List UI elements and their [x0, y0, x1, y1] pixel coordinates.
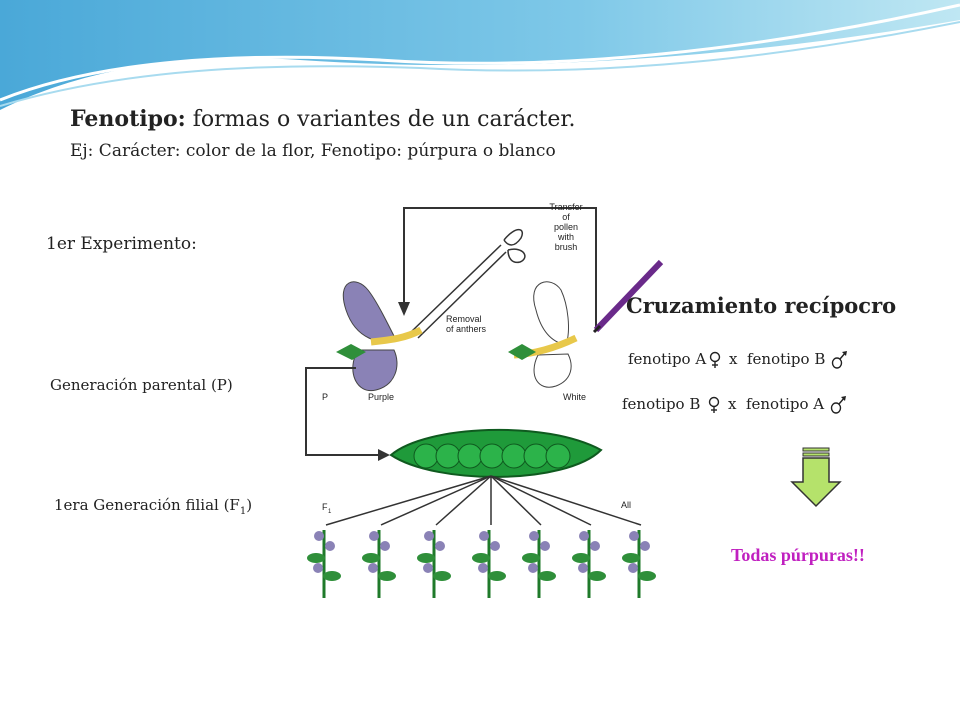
male-symbol-icon: [830, 396, 846, 414]
female-symbol-icon: [709, 351, 721, 368]
result-text: Todas púrpuras!!: [731, 545, 865, 565]
transfer-word-3: pollen: [554, 222, 578, 232]
phenotype-definition-text: formas o variantes de un carácter.: [185, 107, 576, 132]
removal-label: Removal of anthers: [446, 314, 487, 334]
transfer-word-5: brush: [555, 242, 578, 252]
cross1-x: x: [728, 350, 738, 368]
f1-subscript: 1: [328, 509, 332, 515]
female-symbol-icon: [708, 396, 720, 413]
filial-suffix: ): [246, 496, 253, 514]
parental-generation-label: Generación parental (P): [50, 376, 233, 394]
white-label: White: [563, 392, 586, 402]
pod-arrowhead: [378, 449, 390, 461]
plant-icon: [472, 530, 506, 598]
cross2-right: fenotipo A: [745, 395, 825, 413]
experiment-label: 1er Experimento:: [46, 234, 197, 254]
filial-prefix: 1era Generación filial (F: [54, 496, 240, 514]
white-flower-icon: [508, 259, 664, 388]
result-down-arrow-icon: [790, 447, 842, 508]
purple-label: Purple: [368, 392, 394, 402]
transfer-word-2: of: [562, 212, 570, 222]
cross1-left: fenotipo A: [628, 350, 707, 368]
plant-icon: [362, 530, 396, 598]
f1-letter: F: [322, 502, 328, 512]
transfer-word-1: Transfer: [549, 202, 582, 212]
plant-icon: [307, 530, 341, 598]
pea-pod-icon: [389, 428, 603, 478]
transfer-arrowhead: [398, 302, 410, 316]
plant-icon: [572, 530, 606, 598]
removal-word-1: Removal: [446, 314, 482, 324]
purple-flower-icon: [336, 281, 423, 392]
f1-label: F 1: [322, 502, 332, 515]
plant-icon: [417, 530, 451, 598]
cross-line-1: fenotipo A x fenotipo B: [628, 350, 848, 369]
p-label: P: [322, 392, 328, 402]
filial-subscript: 1: [239, 506, 247, 517]
removal-word-2: of anthers: [446, 324, 487, 334]
plant-icon: [522, 530, 556, 598]
cross2-x: x: [727, 395, 737, 413]
filial-generation-label: 1era Generación filial (F1): [54, 496, 252, 517]
phenotype-term: Fenotipo:: [70, 106, 186, 132]
all-label: All: [621, 500, 631, 510]
plant-icon: [622, 530, 656, 598]
cross-line-2: fenotipo B x fenotipo A: [622, 395, 847, 414]
transfer-loop-line: [403, 207, 597, 330]
header-wave-banner: [0, 0, 960, 110]
reciprocal-cross-title: Cruzamiento recípocro: [626, 293, 897, 318]
example-text: Ej: Carácter: color de la flor, Fenotipo…: [70, 141, 556, 161]
cross2-left: fenotipo B: [622, 395, 701, 413]
p-to-pod-line: [305, 367, 381, 456]
transfer-label: Transfer of pollen with brush: [549, 202, 582, 252]
scissors-icon: [410, 228, 526, 339]
offspring-arrows: [325, 475, 642, 526]
phenotype-definition: Fenotipo: formas o variantes de un carác…: [70, 106, 575, 132]
cross1-right: fenotipo B: [746, 350, 826, 368]
transfer-word-4: with: [557, 232, 574, 242]
mendel-cross-illustration: Transfer of pollen with brush Removal of…: [305, 202, 664, 598]
male-symbol-icon: [831, 351, 848, 369]
offspring-plants: [307, 530, 656, 598]
